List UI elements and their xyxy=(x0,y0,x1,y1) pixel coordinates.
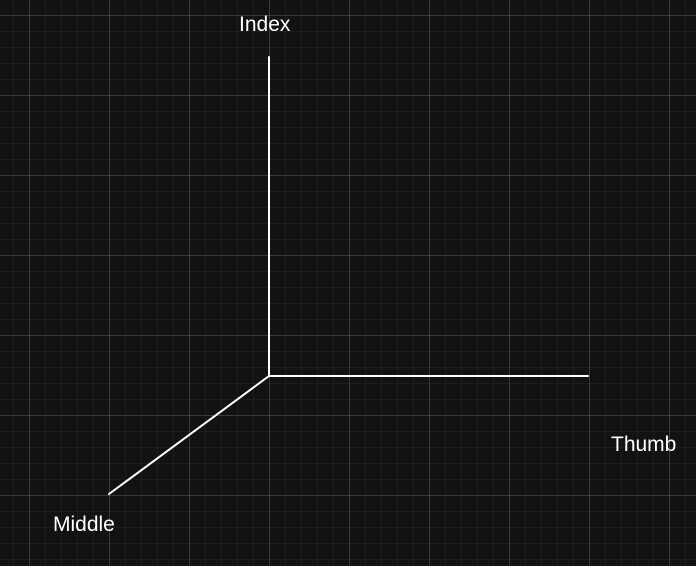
thumb-axis-label: Thumb xyxy=(611,433,677,456)
index-axis-label: Index xyxy=(239,13,291,36)
middle-axis-line xyxy=(108,375,270,495)
middle-axis-label: Middle xyxy=(53,513,115,536)
